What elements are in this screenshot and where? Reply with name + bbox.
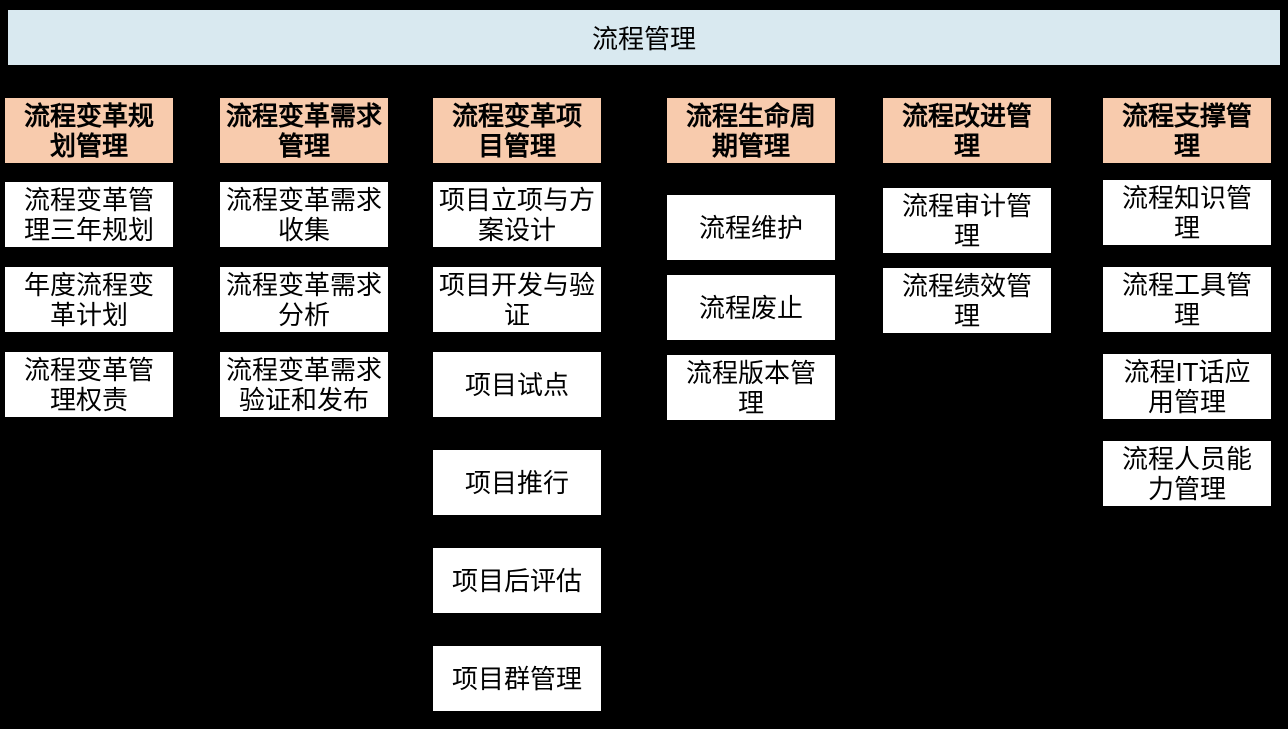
column-header: 流程变革需求 管理 [220,98,388,163]
column-2: 流程变革需求 管理流程变革需求 收集流程变革需求 分析流程变革需求 验证和发布 [220,98,388,417]
diagram-box: 项目试点 [433,352,601,417]
column-3: 流程变革项 目管理项目立项与方 案设计项目开发与验 证项目试点项目推行项目后评估… [433,98,601,711]
column-header: 流程生命周 期管理 [667,98,835,163]
diagram-title: 流程管理 [591,24,696,54]
column-header: 流程支撑管 理 [1103,98,1271,163]
column-header: 流程变革规 划管理 [5,98,173,163]
column-header: 流程变革项 目管理 [433,98,601,163]
diagram-box: 流程工具管 理 [1103,267,1271,332]
diagram-box: 流程变革需求 收集 [220,182,388,247]
diagram-title-banner: 流程管理 [8,10,1280,65]
diagram-box: 年度流程变 革计划 [5,267,173,332]
diagram-box: 流程知识管 理 [1103,180,1271,245]
diagram-box: 流程变革需求 验证和发布 [220,352,388,417]
diagram-box: 项目立项与方 案设计 [433,182,601,247]
diagram-box: 流程版本管 理 [667,355,835,420]
diagram-box: 流程绩效管 理 [883,268,1051,333]
diagram-box: 流程审计管 理 [883,188,1051,253]
diagram-box: 项目推行 [433,450,601,515]
column-1: 流程变革规 划管理流程变革管 理三年规划年度流程变 革计划流程变革管 理权责 [5,98,173,417]
column-6: 流程支撑管 理流程知识管 理流程工具管 理流程IT话应 用管理流程人员能 力管理 [1103,98,1271,506]
diagram-box: 流程IT话应 用管理 [1103,354,1271,419]
diagram-box: 项目后评估 [433,548,601,613]
diagram-box: 流程变革需求 分析 [220,267,388,332]
diagram-box: 流程废止 [667,275,835,340]
diagram-box: 流程变革管 理权责 [5,352,173,417]
column-4: 流程生命周 期管理流程维护流程废止流程版本管 理 [667,98,835,420]
diagram-box: 流程维护 [667,195,835,260]
diagram-box: 项目开发与验 证 [433,267,601,332]
diagram-box: 流程人员能 力管理 [1103,441,1271,506]
column-header: 流程改进管 理 [883,98,1051,163]
diagram-box: 项目群管理 [433,646,601,711]
diagram-box: 流程变革管 理三年规划 [5,182,173,247]
column-5: 流程改进管 理流程审计管 理流程绩效管 理 [883,98,1051,333]
